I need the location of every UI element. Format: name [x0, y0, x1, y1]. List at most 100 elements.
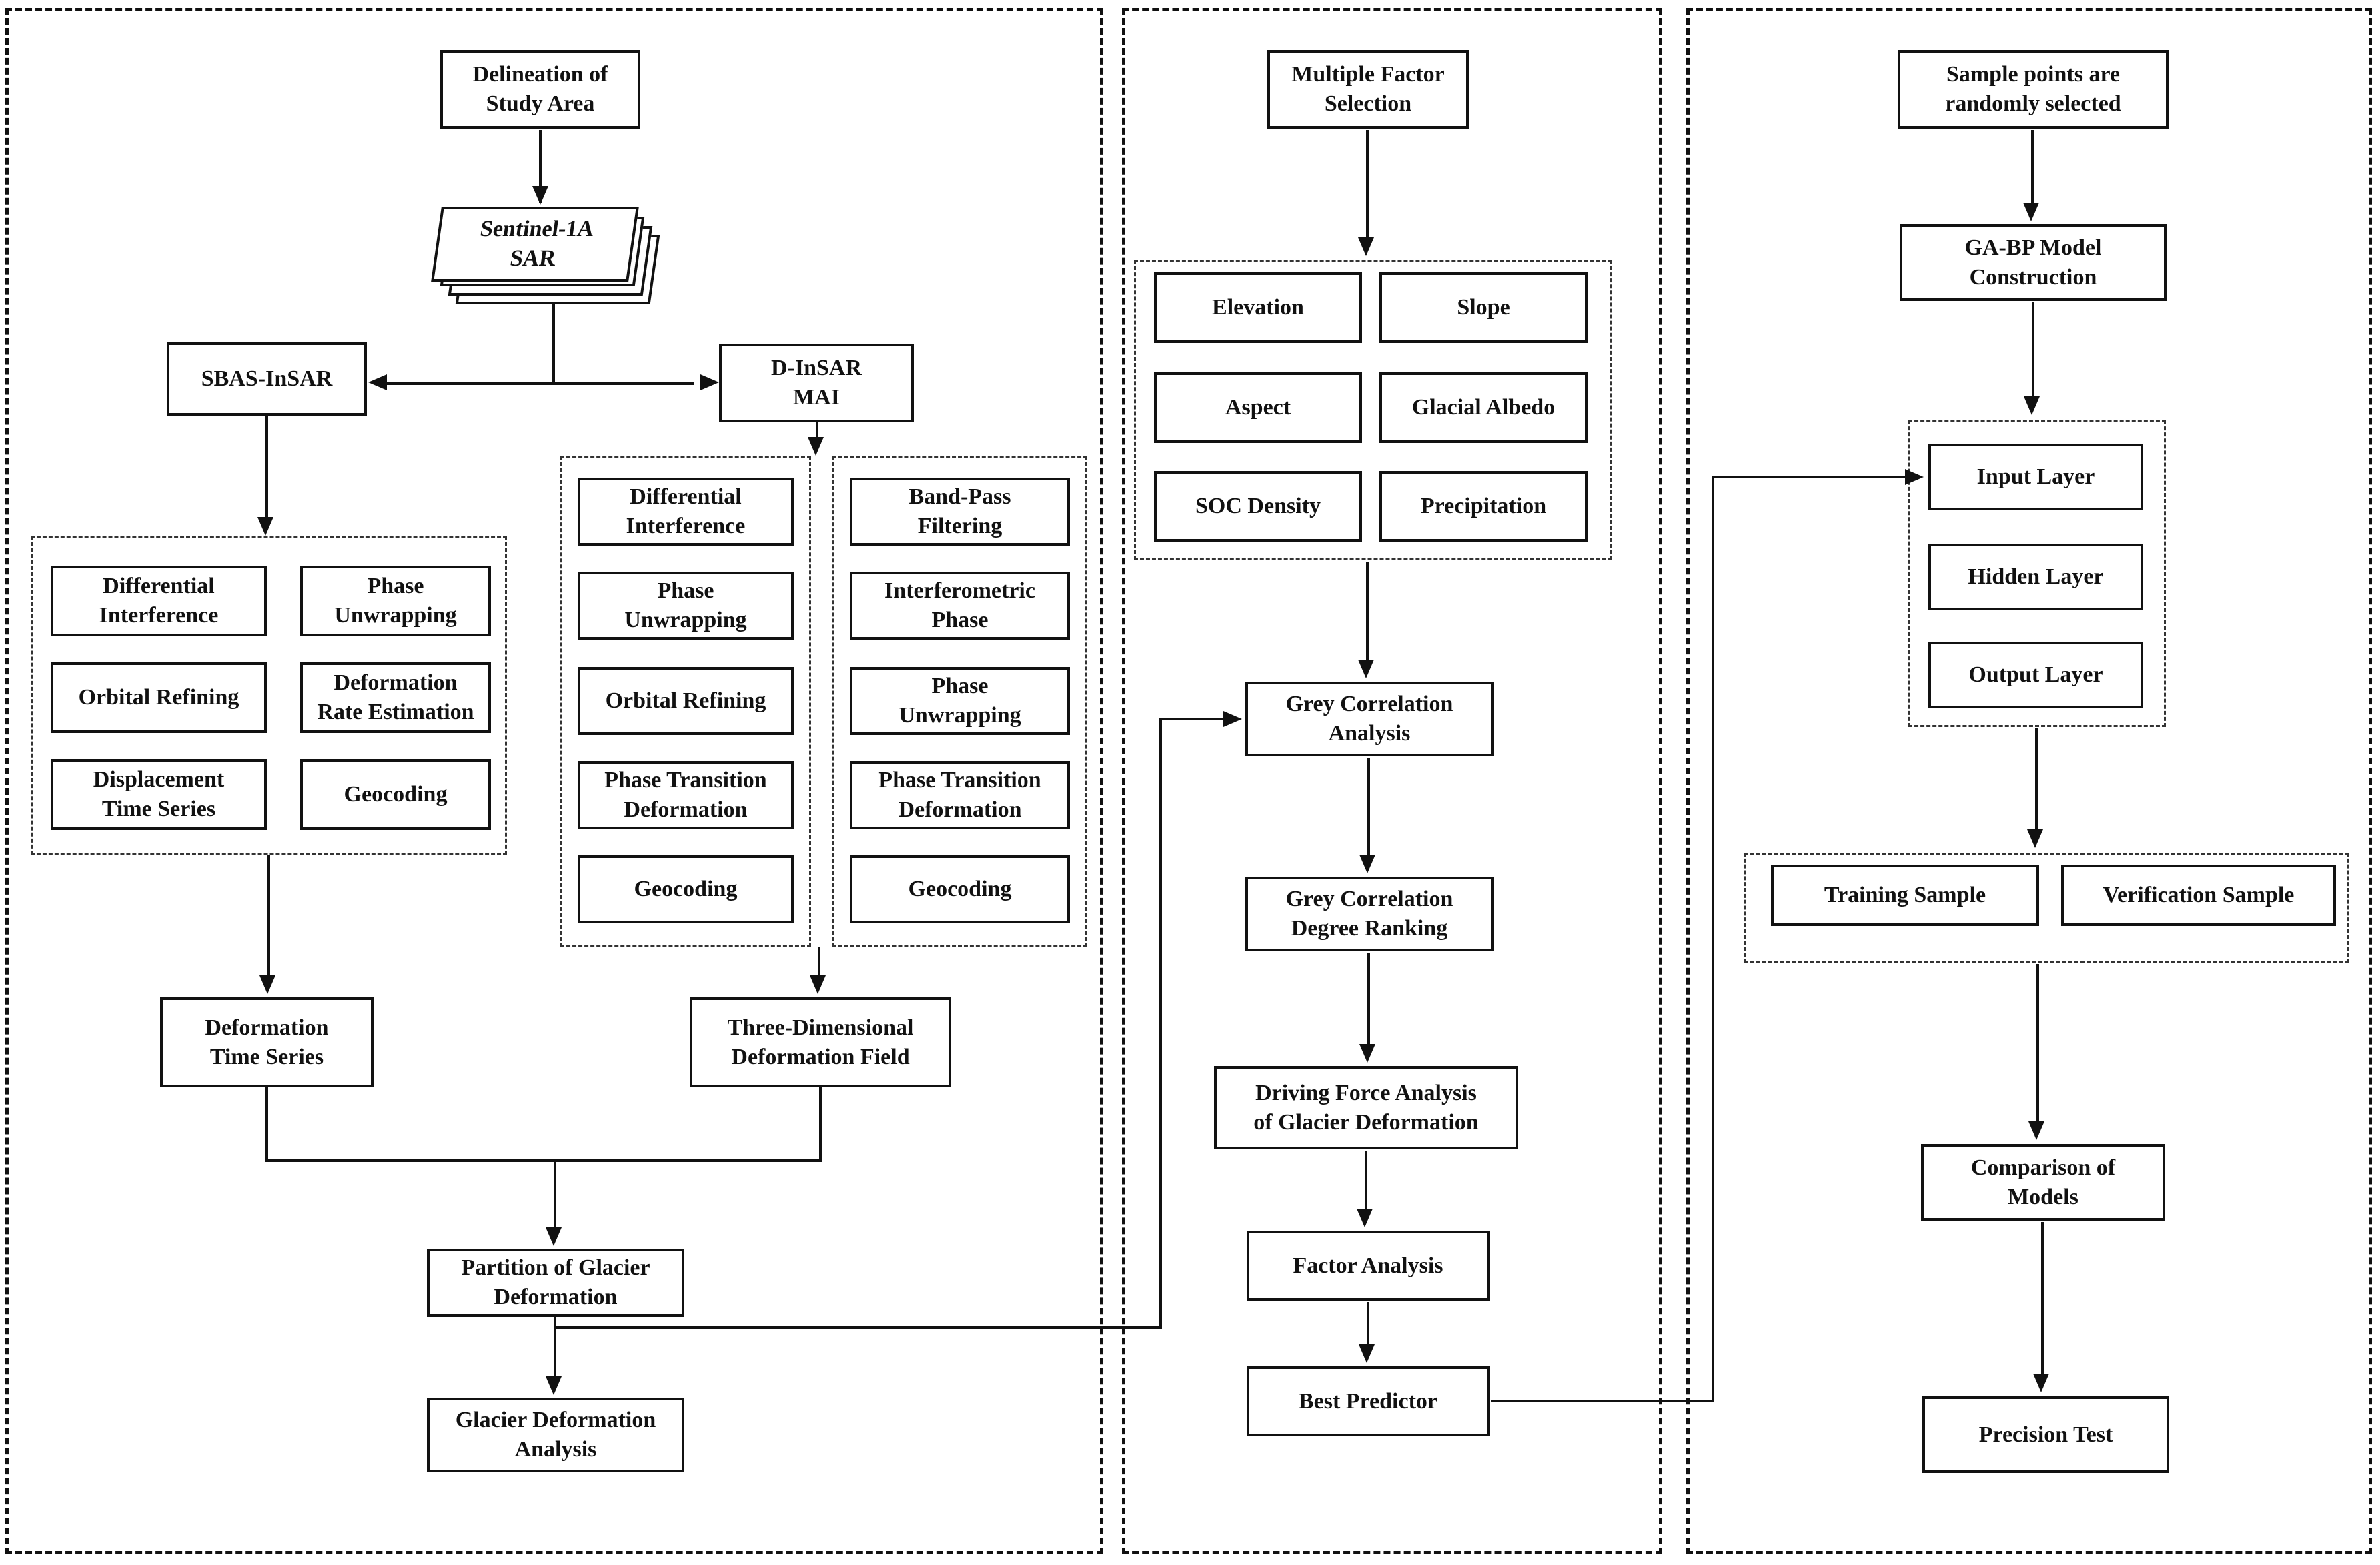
label: Phase Transition Deformation: [604, 768, 767, 822]
panel-factor-analysis: [1122, 8, 1662, 1554]
node-three-dimensional-field: Three-Dimensional Deformation Field: [690, 997, 951, 1087]
connector-steps-dts: [267, 855, 270, 976]
container-samples: [1744, 853, 2349, 963]
connector-fa-bp: [1367, 1302, 1369, 1345]
connector-merge-partition: [554, 1161, 556, 1229]
arrowhead-right-icon: [1905, 469, 1924, 485]
node-mai1-differential-interference: Differential Interference: [578, 478, 794, 546]
label: Grey Correlation Degree Ranking: [1285, 887, 1453, 941]
node-mai1-orbital-refining: Orbital Refining: [578, 667, 794, 735]
node-verification-sample: Verification Sample: [2061, 865, 2336, 926]
label: Precision Test: [1978, 1422, 2113, 1447]
node-hidden-layer: Hidden Layer: [1928, 544, 2143, 610]
arrowhead-down-icon: [1359, 855, 1375, 873]
connector-merge-horizontal: [265, 1159, 822, 1162]
node-comparison-of-models: Comparison of Models: [1921, 1144, 2165, 1221]
label: Three-Dimensional Deformation Field: [727, 1015, 914, 1069]
node-sbas-insar-label: SBAS-InSAR: [201, 366, 333, 392]
arrowhead-down-icon: [2033, 1374, 2049, 1392]
label: GA-BP Model Construction: [1964, 235, 2102, 290]
arrowhead-down-icon: [257, 517, 273, 536]
label: Orbital Refining: [605, 688, 766, 714]
node-mai2-phase-unwrapping: Phase Unwrapping: [850, 667, 1070, 735]
node-sample-points: Sample points are randomly selected: [1898, 50, 2169, 129]
arrowhead-right-icon: [1223, 711, 1242, 727]
node-sbas-differential-interference: Differential Interference: [51, 566, 267, 636]
connector-partition-branch: [554, 1326, 1162, 1329]
label: Best Predictor: [1298, 1388, 1438, 1414]
connector-sbas-steps: [265, 416, 268, 517]
arrowhead-down-icon: [259, 975, 275, 994]
node-factor-precipitation: Precipitation: [1379, 471, 1588, 542]
node-input-layer: Input Layer: [1928, 444, 2143, 510]
arrowhead-down-icon: [2027, 829, 2043, 848]
arrowhead-down-icon: [546, 1376, 562, 1395]
label: Training Sample: [1824, 883, 1986, 908]
label: Output Layer: [1968, 662, 2103, 688]
label: Sample points are randomly selected: [1945, 62, 2121, 116]
label: Geocoding: [634, 877, 738, 902]
label: Grey Correlation Analysis: [1285, 692, 1453, 746]
arrowhead-down-icon: [532, 186, 548, 205]
connector-samples-gabp: [2031, 130, 2034, 203]
node-mai2-band-pass: Band-Pass Filtering: [850, 478, 1070, 546]
label: Multiple Factor Selection: [1291, 62, 1445, 116]
arrowhead-down-icon: [1358, 237, 1374, 256]
connector-gabp-nn: [2032, 302, 2034, 397]
sentinel-stack-shape: Sentinel-1A SAR: [431, 207, 662, 311]
container-mai-col1: [560, 456, 811, 947]
arrowhead-left-icon: [368, 374, 387, 390]
node-training-sample: Training Sample: [1771, 865, 2039, 926]
connector-tddf-merge: [819, 1087, 822, 1162]
label: Glacier Deformation Analysis: [455, 1408, 656, 1462]
arrowhead-down-icon: [1359, 1044, 1375, 1063]
label: Precipitation: [1420, 494, 1547, 519]
node-mai2-geocoding: Geocoding: [850, 855, 1070, 923]
connector-gca-gcdr: [1367, 758, 1370, 855]
label: Phase Unwrapping: [334, 574, 457, 628]
node-sbas-orbital-refining: Orbital Refining: [51, 662, 267, 733]
connector-branch-up: [1159, 718, 1162, 1329]
label: Driving Force Analysis of Glacier Deform…: [1253, 1080, 1479, 1135]
label: Partition of Glacier Deformation: [461, 1255, 650, 1310]
node-factor-aspect: Aspect: [1154, 372, 1362, 443]
connector-branch-into-gca: [1159, 718, 1226, 720]
arrowhead-down-icon: [1358, 660, 1374, 678]
container-sbas-steps: [31, 536, 507, 855]
node-sbas-geocoding: Geocoding: [300, 759, 491, 830]
label: Elevation: [1212, 295, 1304, 320]
node-driving-force-analysis: Driving Force Analysis of Glacier Deform…: [1214, 1066, 1518, 1149]
label: Deformation Time Series: [205, 1015, 329, 1069]
label: Deformation Rate Estimation: [317, 670, 474, 724]
label: Phase Transition Deformation: [878, 768, 1041, 822]
arrowhead-down-icon: [2028, 1121, 2044, 1140]
label: Aspect: [1225, 395, 1291, 420]
node-delineation-label: Delineation of Study Area: [472, 62, 608, 116]
label: Orbital Refining: [78, 685, 239, 710]
label: Phase Unwrapping: [899, 674, 1021, 728]
arrowhead-down-icon: [2024, 396, 2040, 415]
arrowhead-down-icon: [1357, 1209, 1373, 1227]
connector-bp-into-input: [1712, 476, 1906, 478]
label: SOC Density: [1195, 494, 1321, 519]
node-output-layer: Output Layer: [1928, 642, 2143, 708]
connector-dinsar-columns: [816, 422, 818, 438]
connector-mfs-factors: [1366, 130, 1369, 238]
node-mai2-phase-transition: Phase Transition Deformation: [850, 761, 1070, 829]
label: Interferometric Phase: [884, 578, 1035, 632]
node-sentinel-sar: Sentinel-1A SAR: [431, 207, 639, 282]
node-best-predictor: Best Predictor: [1247, 1366, 1490, 1436]
label: Factor Analysis: [1293, 1253, 1443, 1278]
arrowhead-down-icon: [2023, 203, 2039, 221]
connector-factors-gca: [1366, 562, 1369, 660]
arrowhead-down-icon: [546, 1227, 562, 1246]
node-sbas-insar: SBAS-InSAR: [167, 342, 367, 416]
connector-dts-merge: [265, 1087, 268, 1162]
label: Band-Pass Filtering: [909, 484, 1011, 538]
arrowhead-right-icon: [700, 374, 719, 390]
node-factor-analysis: Factor Analysis: [1247, 1231, 1490, 1301]
label: Slope: [1457, 295, 1510, 320]
connector-samples-comparison: [2036, 964, 2039, 1122]
connector-gcdr-dfa: [1367, 953, 1370, 1045]
panel-insar-processing: [5, 8, 1103, 1554]
